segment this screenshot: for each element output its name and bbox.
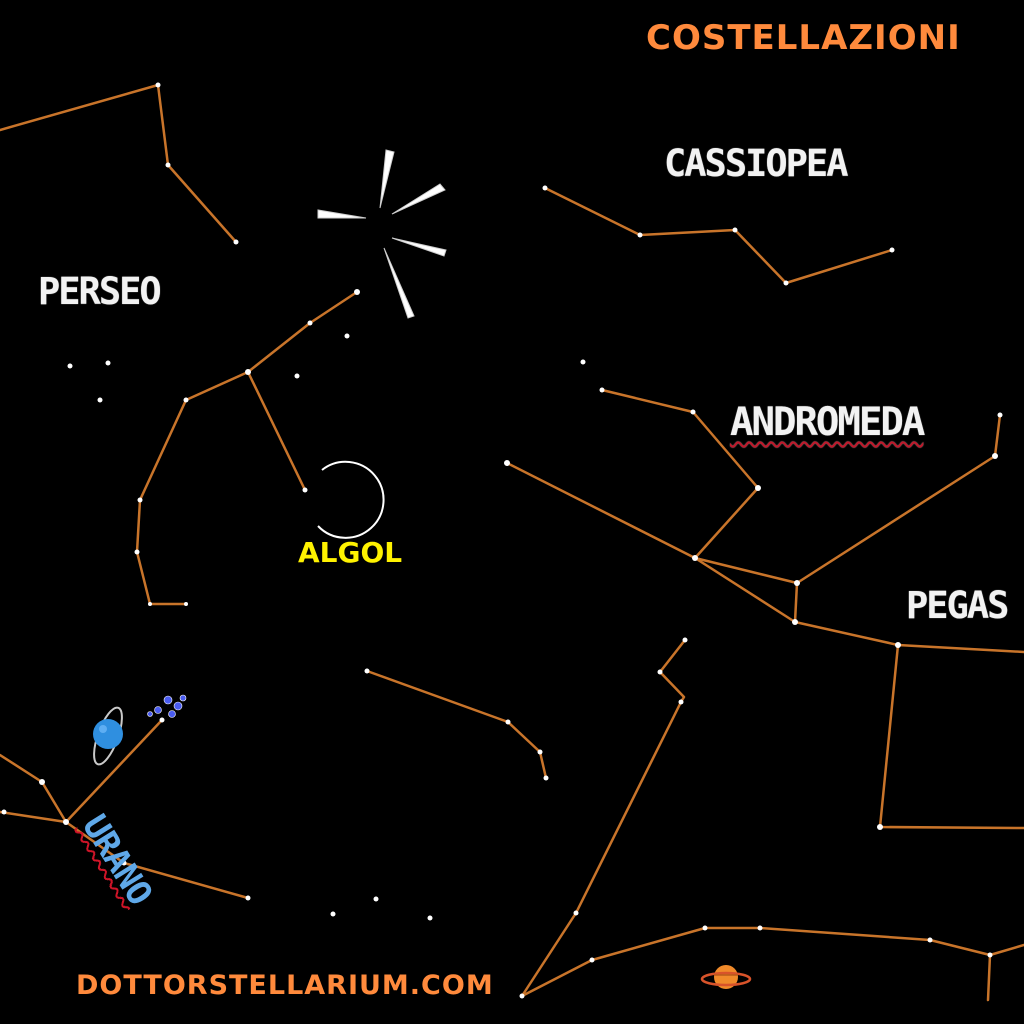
aries-line — [0, 718, 164, 824]
pisces-line-tail — [986, 953, 992, 1002]
website-url[interactable]: DOTTORSTELLARIUM.COM — [76, 970, 494, 1001]
pisces-line-right — [520, 638, 687, 998]
label-andromeda: ANDROMEDA — [730, 400, 925, 445]
perseo-line-main — [135, 290, 359, 606]
page-title: COSTELLAZIONI — [646, 18, 961, 58]
uranus-planet-icon — [93, 706, 123, 766]
saturn-planet-icon — [700, 965, 752, 989]
stars — [1, 82, 1003, 999]
aries-line-lower — [0, 810, 250, 900]
label-algol: ALGOL — [298, 536, 403, 569]
andromeda-line-lower — [505, 461, 799, 624]
algol-target-circle — [317, 460, 385, 539]
star-cluster-icon — [147, 694, 187, 718]
label-pegaso: PEGAS — [906, 584, 1009, 627]
triangle-line — [365, 669, 548, 780]
label-perseo: PERSEO — [38, 270, 162, 313]
label-cassiopea: CASSIOPEA — [664, 142, 848, 185]
perseo-line-top — [0, 83, 238, 244]
perseo-line-algol — [246, 370, 307, 492]
meteor-shower-icon — [317, 149, 447, 319]
